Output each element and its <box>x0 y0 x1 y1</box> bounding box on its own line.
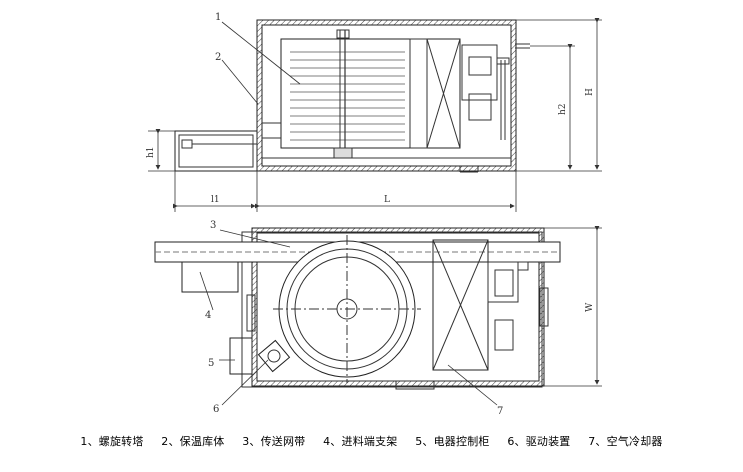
equipment-drawing: H h2 h1 l1 L <box>146 12 602 417</box>
drive-unit-top <box>257 339 291 373</box>
legend-caption: 1、螺旋转塔 2、保温库体 3、传送网带 4、进料端支架 5、电器控制柜 6、驱… <box>0 433 743 449</box>
top-dimensions <box>544 226 602 387</box>
callout-6: 6 <box>213 404 219 415</box>
callout-numbers: 1 2 3 4 5 6 7 <box>205 12 503 417</box>
front-room-interior <box>261 24 512 167</box>
legend-item-6: 6、驱动装置 <box>507 435 571 448</box>
dim-L: L <box>384 195 390 205</box>
legend-item-4: 4、进料端支架 <box>323 435 398 448</box>
callout-leaders <box>199 21 498 406</box>
callout-4: 4 <box>205 310 211 321</box>
front-dimension-labels: H h2 h1 l1 L <box>146 88 595 205</box>
legend-item-1: 1、螺旋转塔 <box>80 435 144 448</box>
legend-item-3: 3、传送网带 <box>242 435 306 448</box>
legend-item-2: 2、保温库体 <box>161 435 225 448</box>
callout-5: 5 <box>208 358 214 369</box>
dim-h2: h2 <box>558 103 568 115</box>
infeed-support-front <box>174 130 258 172</box>
dim-W: W <box>585 302 595 312</box>
dim-H: H <box>585 88 595 96</box>
dim-h1: h1 <box>146 146 156 158</box>
control-cabinet-top <box>229 337 253 375</box>
front-view <box>174 19 530 173</box>
dim-l1: l1 <box>211 195 220 205</box>
front-dimensions <box>148 18 602 212</box>
spiral-tiers <box>290 51 405 141</box>
air-cooler-top <box>432 239 489 371</box>
infeed-support-top <box>181 261 239 293</box>
callout-3: 3 <box>210 220 216 231</box>
callout-2: 2 <box>215 52 221 63</box>
callout-7: 7 <box>497 406 503 417</box>
callout-1: 1 <box>215 12 221 23</box>
top-view <box>154 227 561 390</box>
legend-item-5: 5、电器控制柜 <box>415 435 490 448</box>
legend-item-7: 7、空气冷却器 <box>588 435 663 448</box>
